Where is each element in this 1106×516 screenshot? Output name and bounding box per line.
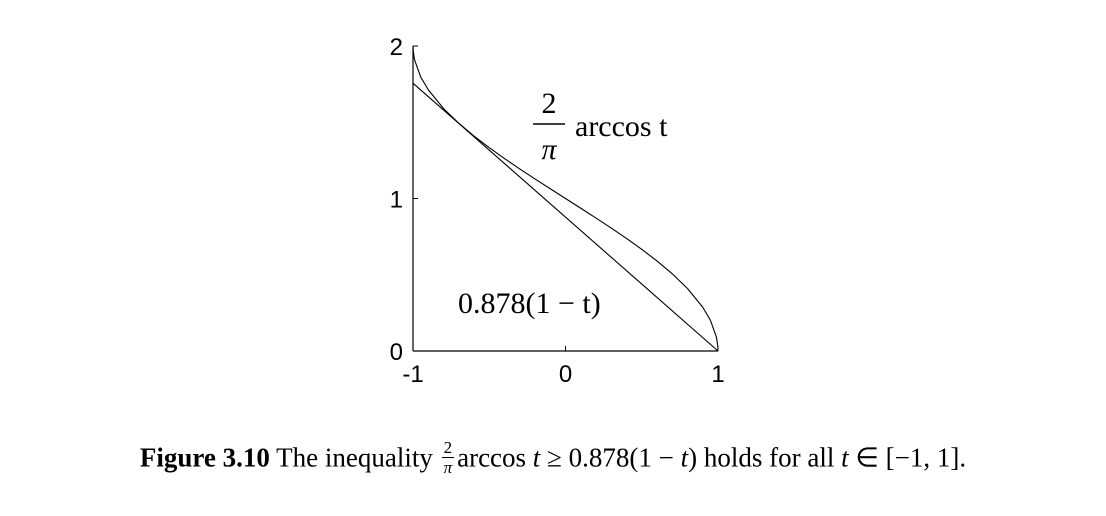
y-tick-label-0: 0	[390, 339, 403, 366]
y-tick-label-2: 2	[390, 34, 403, 61]
caption-var2: t	[680, 442, 689, 473]
caption-set: ∈ [−1, 1].	[855, 442, 967, 473]
x-tick-label-1: 0	[559, 361, 572, 388]
caption-var: t	[532, 442, 541, 473]
x-tick-label-2: 1	[711, 361, 724, 388]
caption-text-before: The inequality	[276, 442, 433, 473]
caption-rel: ≥ 0.878(1 −	[547, 442, 674, 473]
arccos-frac-numerator: 2	[542, 87, 557, 120]
y-tick-label-1: 1	[390, 187, 403, 214]
arccos-label: arccos t	[575, 110, 668, 143]
caption-frac-den: π	[443, 458, 453, 477]
caption-text-after: ) holds for all	[688, 442, 835, 473]
caption-label: Figure 3.10	[139, 442, 270, 473]
series-layer	[412, 45, 719, 352]
arccos-annotation: 2 π arccos t	[533, 87, 668, 166]
arccos-curve	[412, 45, 719, 352]
caption-func: arccos	[457, 442, 527, 473]
caption-frac-num: 2	[441, 438, 455, 458]
x-tick-label-0: -1	[402, 361, 423, 388]
linear-annotation: 0.878(1 − t)	[458, 287, 601, 320]
caption-var3: t	[841, 442, 849, 473]
arccos-frac-denominator: π	[541, 133, 557, 166]
linear-bound-line	[412, 82, 719, 352]
